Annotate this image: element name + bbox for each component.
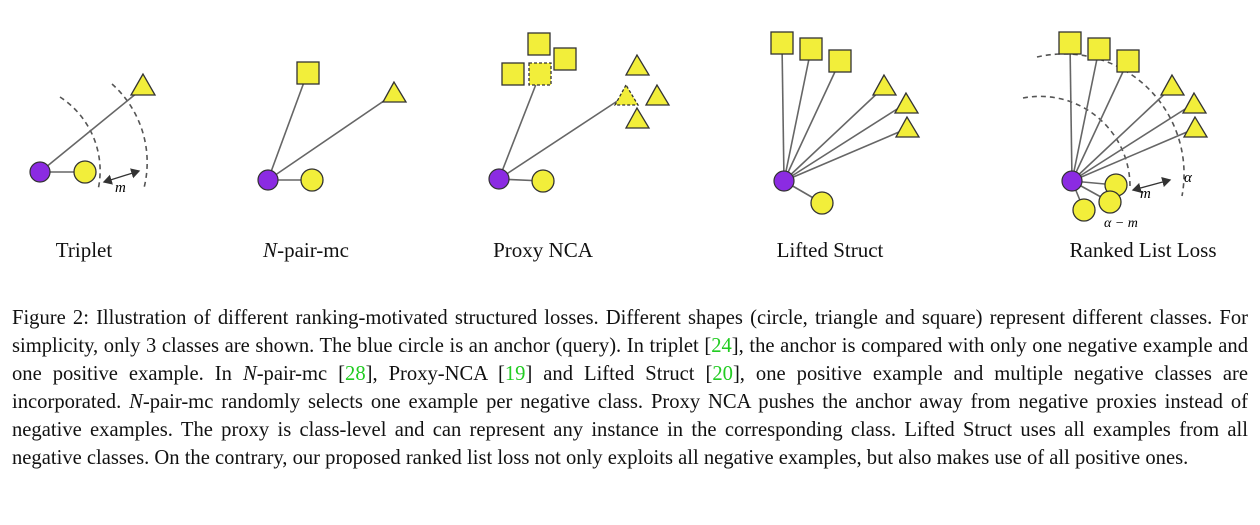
positive-circle	[531, 169, 555, 193]
negative-square	[828, 49, 852, 73]
anchor-circle	[257, 169, 279, 191]
anchor-circle	[29, 161, 51, 183]
negative-triangle	[381, 80, 408, 103]
proxy-triangle	[613, 83, 640, 106]
margin-arrow	[102, 168, 141, 185]
boundary-arc-outer	[1036, 53, 1185, 197]
panel-proxy	[488, 32, 671, 193]
margin-arc-inner	[59, 96, 101, 191]
negative-square	[296, 61, 320, 85]
negative-triangle	[1181, 91, 1208, 114]
negative-square	[799, 37, 823, 61]
panel-lifted	[770, 31, 921, 215]
negative-triangle	[624, 53, 651, 76]
negative-triangle	[893, 91, 920, 114]
negative-triangle	[1182, 115, 1209, 138]
boundary-arc-inner	[1022, 95, 1131, 187]
negative-square	[1087, 37, 1111, 61]
positive-circle	[73, 160, 97, 184]
negative-square	[1116, 49, 1140, 73]
negative-triangle	[644, 83, 671, 106]
panel-rll: m α α − m	[1022, 31, 1209, 230]
negative-triangle	[129, 72, 157, 96]
citation-link[interactable]: 28	[345, 363, 366, 385]
citation-link[interactable]: 19	[504, 363, 526, 385]
citation-link[interactable]: 24	[711, 335, 732, 357]
panel-triplet: m	[29, 72, 157, 196]
label-triplet: Triplet	[55, 238, 113, 262]
positive-circle	[810, 191, 834, 215]
proxy-square	[528, 62, 552, 86]
margin-label: m	[115, 180, 126, 196]
alpha-label: α	[1184, 170, 1193, 186]
negative-square	[553, 47, 577, 71]
figure-illustration: m	[29, 31, 1209, 230]
figure-caption: Figure 2: Illustration of different rank…	[12, 307, 1249, 469]
margin-arc-outer	[111, 83, 148, 189]
label-ranked-list-loss: Ranked List Loss	[1069, 238, 1217, 262]
label-proxy-nca: Proxy NCA	[493, 238, 593, 262]
negative-square	[770, 31, 794, 55]
negative-triangle	[894, 115, 921, 138]
positive-circle	[1098, 190, 1122, 214]
anchor-circle	[1061, 170, 1083, 192]
negative-square	[527, 32, 551, 56]
positive-circle	[1072, 198, 1096, 222]
positive-circle	[300, 168, 324, 192]
negative-triangle	[1159, 73, 1186, 96]
label-npair: N-pair-mc	[263, 238, 349, 262]
margin-arrow	[1131, 177, 1172, 193]
negative-triangle	[871, 73, 898, 96]
panel-npair	[257, 61, 408, 192]
margin-label: m	[1140, 186, 1151, 202]
alpha-minus-m-label: α − m	[1104, 216, 1138, 230]
anchor-circle	[773, 170, 795, 192]
negative-triangle	[624, 106, 651, 129]
negative-square	[1058, 31, 1082, 55]
citation-link[interactable]: 20	[712, 363, 733, 385]
negative-square	[501, 62, 525, 86]
anchor-circle	[488, 168, 510, 190]
label-lifted-struct: Lifted Struct	[776, 238, 884, 262]
